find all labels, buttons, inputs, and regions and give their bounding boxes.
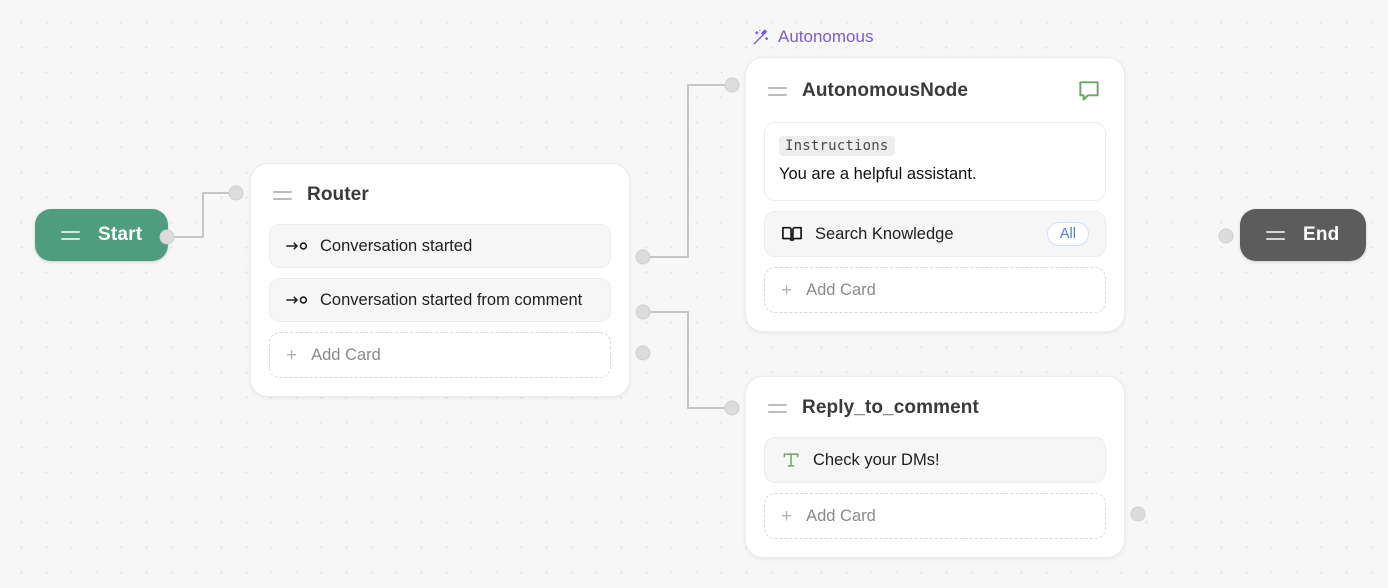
router-add-card-button[interactable]: + Add Card xyxy=(269,332,611,378)
reply-text-card[interactable]: Check your DMs! xyxy=(764,437,1106,483)
reply-text-card-label: Check your DMs! xyxy=(813,450,940,469)
port-router-in[interactable] xyxy=(228,185,244,201)
port-reply-out[interactable] xyxy=(1130,506,1146,522)
drag-handle-icon[interactable] xyxy=(273,190,292,200)
reply-node-header: Reply_to_comment xyxy=(746,377,1124,427)
reply-to-comment-node[interactable]: Reply_to_comment Check your DMs! + Add xyxy=(745,376,1125,558)
port-router-out-2[interactable] xyxy=(635,304,651,320)
router-node[interactable]: Router Conversation started xyxy=(250,163,630,397)
drag-handle-icon[interactable] xyxy=(768,86,787,96)
router-node-body: Conversation started Conversation starte… xyxy=(251,214,629,396)
section-label-autonomous: Autonomous xyxy=(752,27,873,47)
text-t-icon xyxy=(781,450,801,470)
section-label-text: Autonomous xyxy=(778,27,874,46)
port-reply-in[interactable] xyxy=(724,400,740,416)
autonomous-node-title: AutonomousNode xyxy=(802,80,969,101)
book-icon xyxy=(781,224,803,244)
speech-bubble-icon[interactable] xyxy=(1076,78,1102,104)
router-card-conversation-started-from-comment[interactable]: Conversation started from comment xyxy=(269,278,611,322)
port-router-out-3[interactable] xyxy=(635,345,651,361)
edge-router-to-reply xyxy=(642,311,733,409)
search-knowledge-scope-badge[interactable]: All xyxy=(1046,221,1089,247)
router-node-title: Router xyxy=(307,184,369,205)
autonomous-add-card-button[interactable]: + Add Card xyxy=(764,267,1106,313)
autonomous-node-header: AutonomousNode xyxy=(746,58,1124,112)
arrow-to-circle-icon xyxy=(286,239,308,253)
plus-icon: + xyxy=(781,279,793,301)
router-card-label: Conversation started from comment xyxy=(320,290,583,309)
reply-add-card-label: Add Card xyxy=(806,506,876,525)
reply-add-card-button[interactable]: + Add Card xyxy=(764,493,1106,539)
router-add-card-label: Add Card xyxy=(311,345,381,364)
arrow-to-circle-icon xyxy=(286,293,308,307)
drag-handle-icon[interactable] xyxy=(61,230,80,240)
reply-node-body: Check your DMs! + Add Card xyxy=(746,427,1124,557)
drag-handle-icon[interactable] xyxy=(1266,230,1285,240)
end-node[interactable]: End xyxy=(1240,209,1366,261)
drag-handle-icon[interactable] xyxy=(768,403,787,413)
autonomous-add-card-label: Add Card xyxy=(806,280,876,299)
reply-node-title: Reply_to_comment xyxy=(802,397,979,418)
instructions-text: You are a helpful assistant. xyxy=(779,165,977,183)
router-node-header: Router xyxy=(251,164,629,214)
instructions-chip: Instructions xyxy=(779,136,895,156)
start-node-label: Start xyxy=(98,224,143,245)
port-router-out-1[interactable] xyxy=(635,249,651,265)
edge-start-to-router xyxy=(166,192,237,238)
port-start-out[interactable] xyxy=(159,229,175,245)
router-card-label: Conversation started xyxy=(320,236,473,255)
search-knowledge-label: Search Knowledge xyxy=(815,224,954,243)
edge-router-to-autonomous xyxy=(642,84,733,258)
plus-icon: + xyxy=(781,505,793,527)
router-card-conversation-started[interactable]: Conversation started xyxy=(269,224,611,268)
port-end-in[interactable] xyxy=(1218,228,1234,244)
autonomous-node-body: Instructions You are a helpful assistant… xyxy=(746,112,1124,331)
search-knowledge-card[interactable]: Search Knowledge All xyxy=(764,211,1106,257)
autonomous-node[interactable]: AutonomousNode Instructions You are a he… xyxy=(745,57,1125,332)
end-node-label: End xyxy=(1303,224,1340,245)
start-node[interactable]: Start xyxy=(35,209,169,261)
instructions-card[interactable]: Instructions You are a helpful assistant… xyxy=(764,122,1106,201)
port-autonomous-in[interactable] xyxy=(724,77,740,93)
plus-icon: + xyxy=(286,344,298,366)
magic-wand-icon xyxy=(752,28,770,46)
